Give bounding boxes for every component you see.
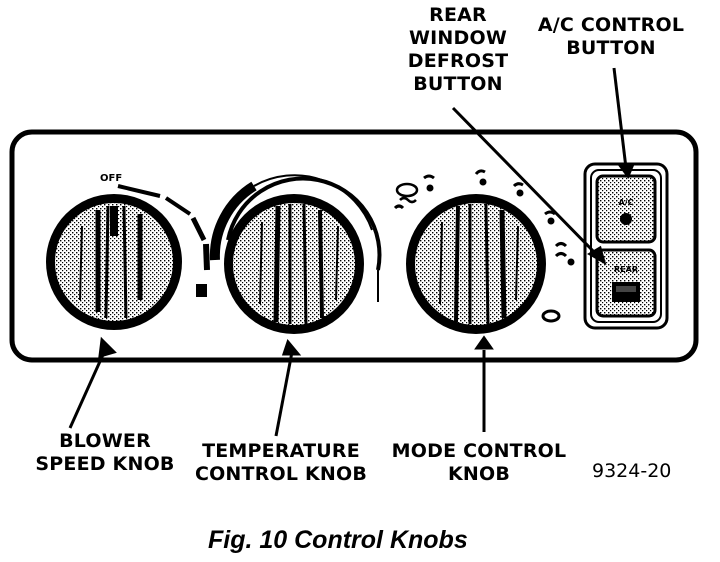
mode-position-icons [393, 169, 575, 323]
mix-icon [544, 210, 556, 225]
callout-line: CONTROL KNOB [194, 463, 368, 485]
callout-line: A/C CONTROL [537, 14, 685, 36]
callout-line: DEFROST [407, 50, 509, 72]
rear-defrost-button[interactable]: REAR [595, 248, 657, 318]
callout-line: WINDOW [408, 27, 507, 49]
fan-speed-icon [196, 284, 207, 297]
callout-line: MODE CONTROL [391, 440, 567, 462]
figure-caption: Fig. 10 Control Knobs [208, 526, 468, 554]
ac-control-callout: A/C CONTROL BUTTON [526, 14, 696, 60]
control-panel [9, 129, 699, 363]
callout-line: BUTTON [566, 37, 656, 59]
callout-line: REAR [429, 4, 487, 26]
blower-speed-scale [117, 184, 210, 297]
floor-icon [512, 182, 524, 197]
blower-speed-callout: BLOWER SPEED KNOB [30, 430, 180, 476]
bi-level-icon [474, 169, 487, 186]
max-ac-icon [395, 182, 419, 204]
ac-indicator-icon [620, 213, 632, 225]
callout-line: BUTTON [413, 73, 503, 95]
ac-control-button[interactable]: A/C [595, 174, 657, 244]
callout-line: KNOB [447, 463, 511, 485]
temperature-callout: TEMPERATURE CONTROL KNOB [186, 440, 376, 486]
callout-line: BLOWER [59, 430, 151, 452]
callout-line: TEMPERATURE [202, 440, 360, 462]
blower-speed-knob[interactable] [46, 194, 182, 330]
defrost-icon [554, 242, 575, 266]
temperature-control-knob[interactable] [224, 194, 364, 334]
ac-button-label: A/C [619, 198, 634, 207]
mode-control-knob[interactable] [406, 194, 546, 334]
temperature-scale-arc [209, 174, 382, 302]
callout-line: SPEED KNOB [35, 453, 175, 475]
figure-id: 9324-20 [592, 460, 672, 482]
vent-icon [393, 174, 435, 210]
rear-defrost-callout: REAR WINDOW DEFROST BUTTON [398, 4, 518, 96]
off-position-icon [541, 309, 561, 323]
rear-button-label: REAR [614, 265, 638, 274]
mode-control-callout: MODE CONTROL KNOB [384, 440, 574, 486]
leader-lines [68, 67, 636, 437]
off-label: OFF [100, 173, 122, 184]
